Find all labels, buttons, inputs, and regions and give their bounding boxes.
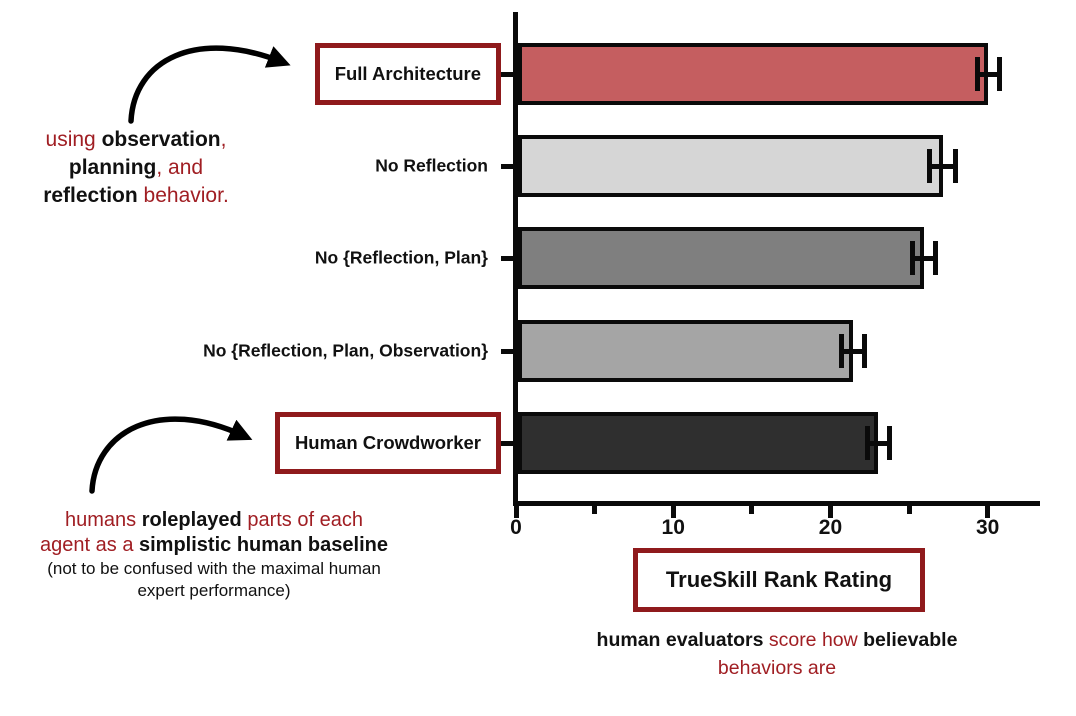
bar-3 — [518, 227, 924, 289]
error-bar-cap-right — [861, 334, 867, 368]
bar-1 — [518, 43, 989, 105]
annotation-line: human evaluators score how believable — [597, 626, 958, 654]
y-axis-tick — [501, 440, 514, 446]
error-bar-cap-right — [886, 426, 892, 460]
annotation-segment: believable — [863, 629, 958, 651]
annotation-line: agent as a simplistic human baseline — [8, 533, 420, 558]
error-bar-cap-left — [864, 426, 870, 460]
error-bar-cap-right — [996, 57, 1002, 91]
arrow-to-human-crowdworker — [89, 416, 253, 494]
category-label-2: No Reflection — [375, 155, 488, 176]
annotation-segment: behaviors are — [717, 657, 837, 679]
y-axis-tick — [501, 71, 514, 77]
annotation-segment: , — [220, 128, 227, 151]
annotation-segment: roleplayed — [141, 509, 242, 531]
axis-caption: human evaluators score how believable beh… — [597, 626, 958, 682]
error-bar-cap-left — [838, 334, 844, 368]
error-bar-cap-left — [909, 241, 915, 275]
y-axis-tick — [501, 348, 514, 354]
x-axis-title-box: TrueSkill Rank Rating — [633, 548, 925, 612]
error-bar-line — [841, 348, 865, 354]
x-major-tick — [827, 506, 833, 518]
x-tick-label: 30 — [975, 516, 1000, 539]
category-label-4: No {Reflection, Plan, Observation} — [203, 340, 488, 361]
error-bar-cap-left — [927, 149, 933, 183]
annotation-segment: observation — [101, 128, 221, 151]
annotation-segment: humans — [65, 509, 142, 531]
annotation-segment: simplistic human baseline — [139, 534, 388, 556]
annotation-line: reflection behavior. — [5, 182, 267, 210]
x-minor-tick — [592, 506, 598, 514]
x-major-tick — [513, 506, 519, 518]
bar-2 — [518, 135, 943, 197]
annotation-segment: human evaluators — [596, 629, 764, 651]
annotation-line: humans roleplayed parts of each — [8, 508, 420, 533]
y-axis-tick — [501, 163, 514, 169]
annotation-line: (not to be confused with the maximal hum… — [8, 558, 420, 580]
y-axis-tick — [501, 255, 514, 261]
arrow-to-full-architecture — [128, 45, 291, 124]
annotation-segment: (not to be confused with the maximal hum… — [47, 559, 381, 578]
error-bar-cap-left — [974, 57, 980, 91]
x-tick-label: 0 — [510, 516, 522, 539]
annotation-segment: expert performance) — [137, 581, 291, 600]
x-minor-tick — [906, 506, 912, 514]
category-box-5: Human Crowdworker — [274, 412, 501, 474]
annotation-line: expert performance) — [8, 580, 420, 602]
x-minor-tick — [749, 506, 755, 514]
annotation-segment: score how — [763, 629, 864, 651]
error-bar-line — [977, 71, 1000, 77]
x-major-tick — [670, 506, 676, 518]
y-axis-line — [513, 12, 518, 506]
annotation-line: using observation, — [5, 126, 267, 154]
x-tick-label: 20 — [818, 516, 843, 539]
annotation-segment: reflection — [43, 184, 138, 207]
bar-5 — [518, 412, 879, 474]
error-bar-line — [912, 255, 936, 261]
annotation-segment: behavior. — [137, 184, 229, 207]
category-label-3: No {Reflection, Plan} — [314, 247, 488, 268]
x-major-tick — [985, 506, 991, 518]
error-bar-cap-right — [952, 149, 958, 183]
category-box-1: Full Architecture — [314, 43, 501, 105]
x-axis-line — [513, 501, 1040, 506]
annotation-line: behaviors are — [597, 654, 958, 682]
annotation-segment: , and — [156, 156, 204, 179]
error-bar-line — [867, 440, 890, 446]
bar-4 — [518, 320, 853, 382]
error-bar-cap-right — [932, 241, 938, 275]
x-tick-label: 10 — [661, 516, 685, 539]
annotation-segment: using — [45, 128, 102, 151]
annotation-line: planning, and — [5, 154, 267, 182]
annotation-segment: agent as a — [40, 534, 139, 556]
error-bar-line — [929, 163, 956, 169]
x-axis-title: TrueSkill Rank Rating — [665, 567, 893, 592]
annotation-segment: planning — [68, 156, 157, 179]
annotation-segment: parts of each — [241, 509, 363, 531]
